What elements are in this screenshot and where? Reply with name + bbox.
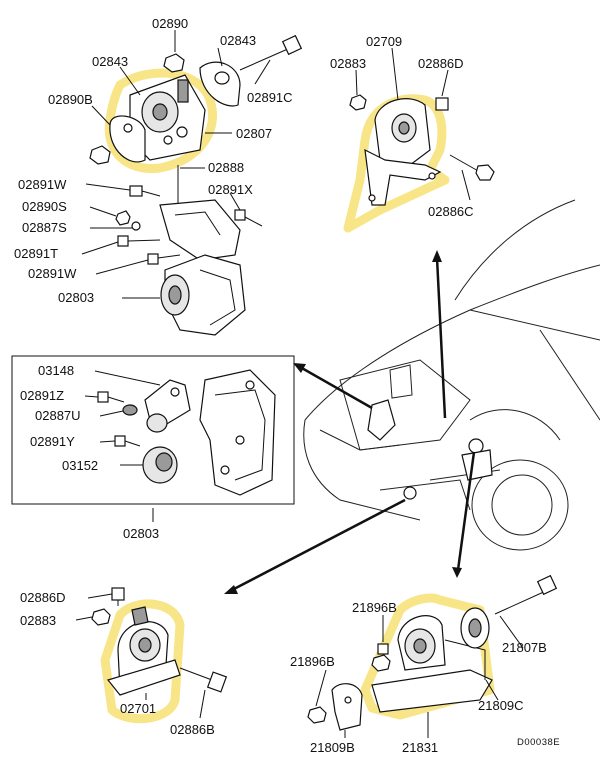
- labels-bottom-left: 02886D 02883 02701 02886B: [20, 590, 215, 737]
- label-02891t: 02891T: [14, 246, 58, 261]
- label-21896b-left: 21896B: [290, 654, 335, 669]
- label-21809b: 21809B: [310, 740, 355, 755]
- label-02887u: 02887U: [35, 408, 81, 423]
- label-02890b: 02890B: [48, 92, 93, 107]
- bottom-left-mount-assembly: [75, 587, 228, 724]
- label-02890: 02890: [152, 16, 188, 31]
- label-02891w-bottom: 02891W: [28, 266, 77, 281]
- label-02883-bottom: 02883: [20, 613, 56, 628]
- label-03148: 03148: [38, 363, 74, 378]
- engine-mount-assembly: [89, 34, 303, 336]
- label-21809c: 21809C: [478, 698, 524, 713]
- label-02886d-top: 02886D: [418, 56, 464, 71]
- label-02883-top: 02883: [330, 56, 366, 71]
- leader-lines-top-left: [81, 30, 271, 299]
- label-02886d-bottom: 02886D: [20, 590, 66, 605]
- callout-arrows: [224, 250, 476, 594]
- label-21807b: 21807B: [502, 640, 547, 655]
- label-02891w-top: 02891W: [18, 177, 67, 192]
- label-02886c: 02886C: [428, 204, 474, 219]
- label-02888: 02888: [208, 160, 244, 175]
- labels-top-left: 02890 02843 02843 02890B 02891C 02807 02…: [14, 16, 293, 305]
- label-02709: 02709: [366, 34, 402, 49]
- label-02891z: 02891Z: [20, 388, 64, 403]
- label-03152: 03152: [62, 458, 98, 473]
- label-02843-left: 02843: [92, 54, 128, 69]
- label-02807: 02807: [236, 126, 272, 141]
- label-02891y: 02891Y: [30, 434, 75, 449]
- vehicle-outline: [303, 199, 600, 551]
- label-02701: 02701: [120, 701, 156, 716]
- label-02891c: 02891C: [247, 90, 293, 105]
- figure-code: D00038E: [517, 737, 560, 748]
- label-02887s: 02887S: [22, 220, 67, 235]
- label-21896b-top: 21896B: [352, 600, 397, 615]
- label-02843-right: 02843: [220, 33, 256, 48]
- label-02890s: 02890S: [22, 199, 67, 214]
- label-02891x: 02891X: [208, 182, 253, 197]
- labels-top-right: 02709 02883 02886D 02886C: [330, 34, 474, 219]
- top-right-mount-assembly: [343, 47, 495, 233]
- labels-bottom-right: 21896B 21807B 21896B 21809C 21809B 21831: [290, 600, 547, 755]
- label-02803-top: 02803: [58, 290, 94, 305]
- inset-detail-box: [11, 355, 295, 522]
- label-02803-inset: 02803: [123, 526, 159, 541]
- bottom-right-mount-assembly: [307, 574, 558, 738]
- label-21831: 21831: [402, 740, 438, 755]
- label-02886b: 02886B: [170, 722, 215, 737]
- labels-inset: 03148 02891Z 02887U 02891Y 03152 02803: [20, 363, 159, 541]
